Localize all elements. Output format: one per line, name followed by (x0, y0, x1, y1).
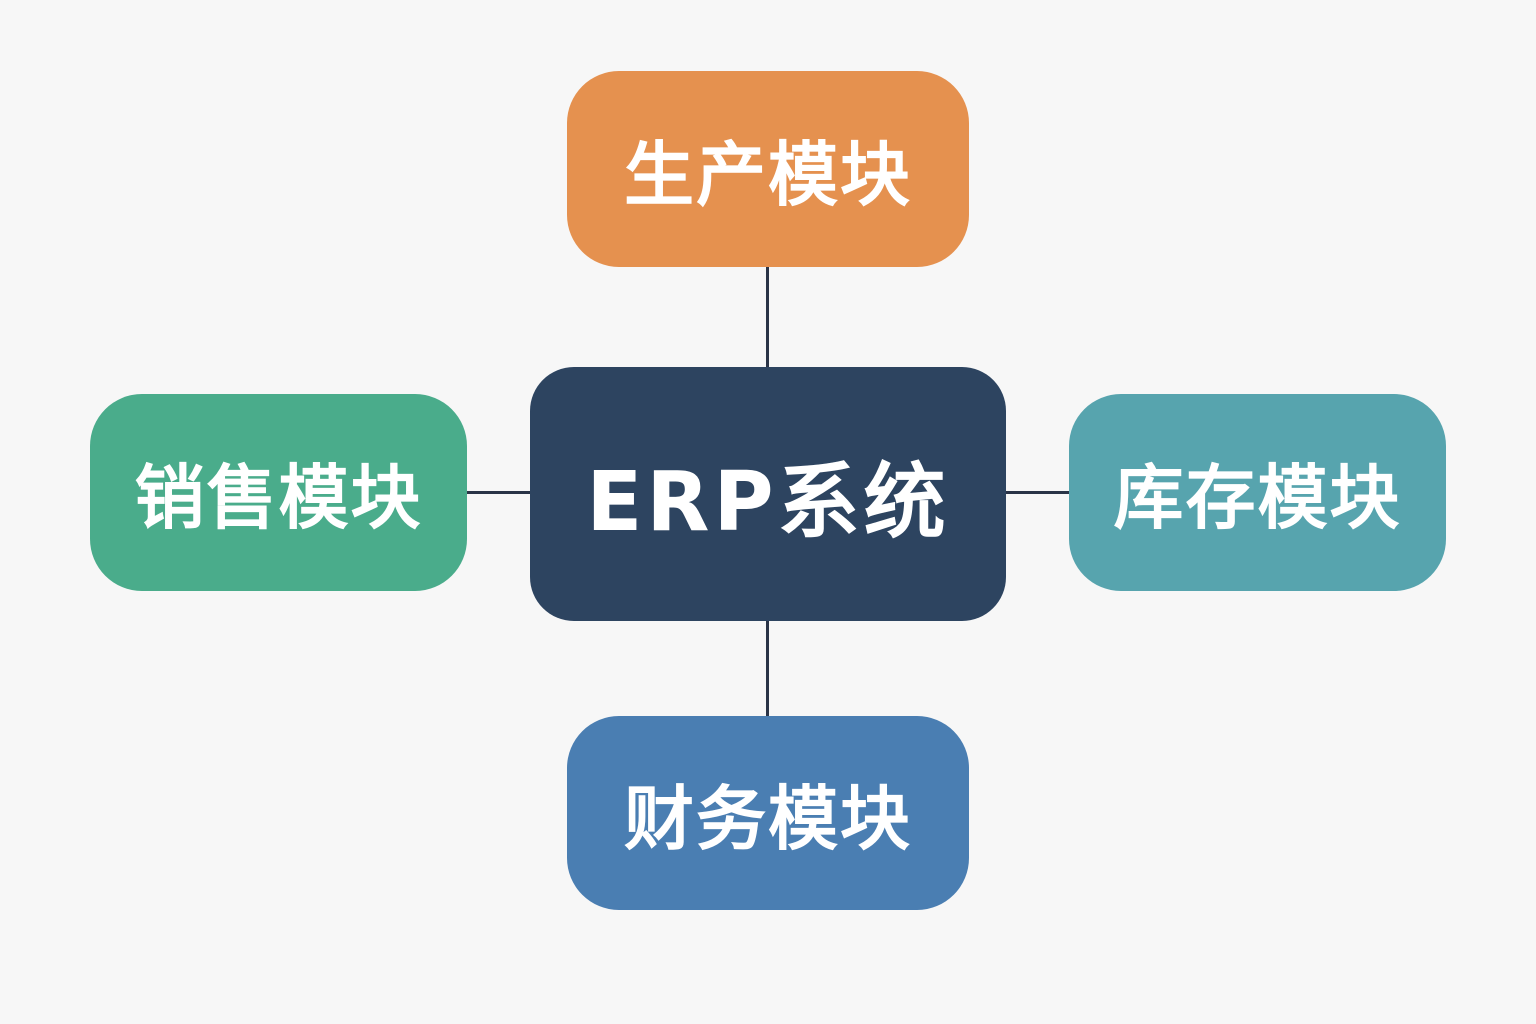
finance-module-box: 财务模块 (567, 716, 969, 910)
inventory-module-box: 库存模块 (1069, 394, 1446, 591)
production-module-box: 生产模块 (567, 71, 969, 267)
erp-system-box: ERP系统 (530, 367, 1006, 621)
erp-system-label: ERP系统 (586, 454, 950, 550)
connector-right (1004, 491, 1072, 494)
production-module-label: 生产模块 (624, 133, 912, 216)
sales-module-label: 销售模块 (134, 457, 423, 539)
finance-module-label: 财务模块 (624, 777, 912, 860)
inventory-module-label: 库存模块 (1113, 457, 1402, 539)
connector-top (766, 266, 769, 368)
connector-bottom (766, 620, 769, 718)
connector-left (466, 491, 532, 494)
sales-module-box: 销售模块 (90, 394, 467, 591)
